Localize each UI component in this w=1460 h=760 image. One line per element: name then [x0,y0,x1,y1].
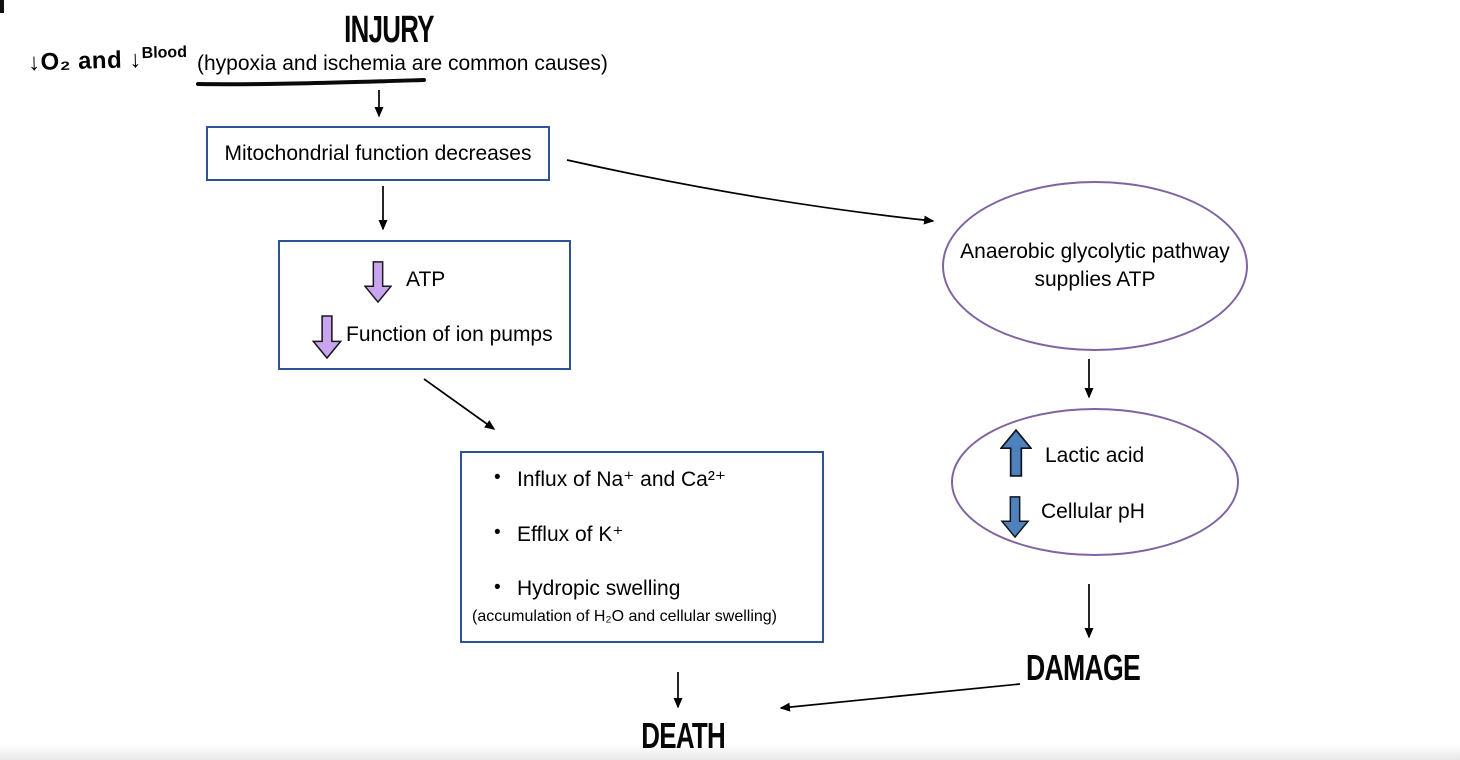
bullet-icon: • [494,577,501,598]
cellular-ph-label: Cellular pH [1041,500,1145,523]
mitochondrial-function-box: Mitochondrial function decreases [206,126,550,181]
atp-ion-pumps-box: ATP Function of ion pumps [278,240,571,370]
efflux-label: Efflux of K⁺ [517,523,624,546]
ion-pumps-label: Function of ion pumps [346,323,553,346]
anaerobic-pathway-ellipse: Anaerobic glycolytic pathway supplies AT… [942,181,1248,351]
influx-label: Influx of Na⁺ and Ca²⁺ [517,468,726,491]
hydropic-swelling-label: Hydropic swelling [517,577,681,600]
down-block-arrow-icon [312,315,342,359]
injury-heading: INJURY [344,9,434,51]
anaerobic-line1: Anaerobic glycolytic pathway [960,239,1230,263]
down-block-arrow-icon [1000,496,1030,538]
bullet-icon: • [494,522,501,543]
death-heading: DEATH [641,715,725,756]
arrow-damage-to-death [779,683,1021,712]
swelling-note: (accumulation of H₂O and cellular swelli… [472,608,778,625]
bullet-icon: • [494,467,501,488]
injury-subtitle: (hypoxia and ischemia are common causes) [197,52,608,75]
handwritten-main: ↓O₂ and ↓ [27,46,143,77]
atp-label: ATP [406,268,446,291]
mitochondrial-function-label: Mitochondrial function decreases [224,141,532,165]
handwritten-blood: Blood [141,43,188,63]
death-heading-wrap: DEATH [623,718,743,754]
injury-heading-wrap: INJURY [323,11,443,49]
lactic-acid-ph-ellipse: Lactic acid Cellular pH [951,408,1239,556]
hand-underline [196,78,426,87]
corner-artifact [0,0,4,13]
ion-effects-box: • Influx of Na⁺ and Ca²⁺ • Efflux of K⁺ … [460,451,824,643]
arrow-atp-to-effects [423,378,496,430]
down-block-arrow-icon [364,261,392,303]
damage-heading-wrap: DAMAGE [1006,650,1146,686]
damage-heading: DAMAGE [1026,647,1141,688]
arrow-mitochondrial-to-anaerobic [566,159,935,225]
lactic-acid-label: Lactic acid [1045,444,1145,467]
handwritten-annotation: ↓O₂ and ↓Blood [28,44,188,77]
anaerobic-line2: supplies ATP [1034,268,1156,291]
bottom-edge-shade [0,744,1460,760]
up-block-arrow-icon [1000,428,1032,477]
